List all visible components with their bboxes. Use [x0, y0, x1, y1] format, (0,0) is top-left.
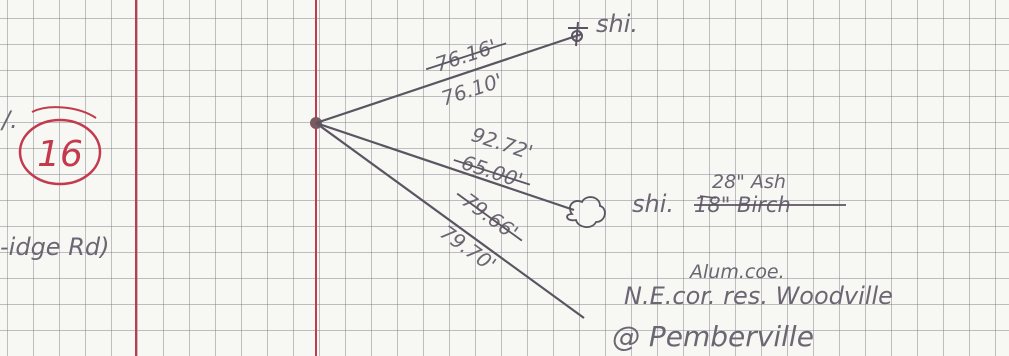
road-note: -idge Rd) — [0, 233, 109, 261]
target-label-1: shi. — [596, 10, 638, 38]
tie-3-strike — [456, 192, 523, 242]
tie-line-2 — [315, 121, 575, 212]
location-line-2: N.E.cor. res. Woodville — [624, 282, 893, 310]
tie-line-3 — [315, 122, 585, 319]
tree-marker-2 — [566, 196, 606, 228]
number-circle — [18, 118, 102, 186]
circle-tick — [31, 106, 97, 119]
location-line-3: @ Pemberville — [612, 320, 814, 353]
target-marker-1 — [568, 21, 588, 47]
tie-line-1 — [315, 32, 583, 125]
tie-1-distance: 76.10' — [438, 68, 505, 110]
target-label-2: shi. — [632, 190, 674, 218]
fragment-mark: /. — [0, 106, 18, 134]
tie-1-strike — [425, 42, 507, 71]
tree-note-caret — [699, 195, 717, 199]
circled-number: 16 — [37, 134, 83, 175]
location-line-1: Alum.coe. — [688, 261, 785, 283]
tie-2-strike — [453, 159, 531, 186]
tree-species-note: 28" Ash — [712, 171, 786, 193]
